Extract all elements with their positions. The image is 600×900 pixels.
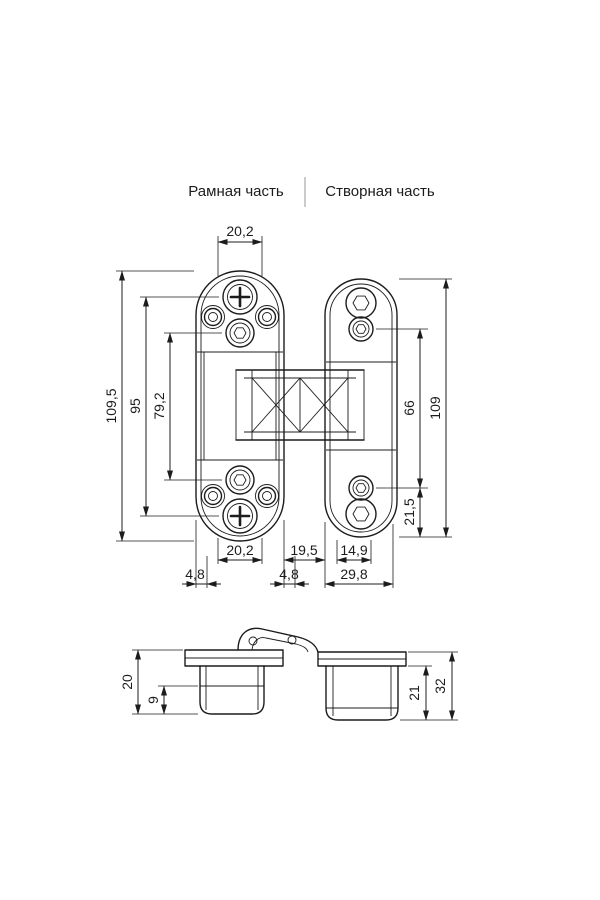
dim-frame-total-height: 109,5 xyxy=(103,388,119,423)
dim-leaf-screw-span: 66 xyxy=(401,400,417,416)
dim-top-width: 20,2 xyxy=(226,223,253,239)
dim-side-leaf-depth: 21 xyxy=(406,685,422,701)
frame-part-label: Рамная часть xyxy=(188,183,284,200)
dim-link-offset: 4,8 xyxy=(279,566,299,582)
dim-frame-edge-offset: 4,8 xyxy=(185,566,205,582)
side-view-drawing xyxy=(184,627,407,721)
frame-part-drawing xyxy=(195,270,285,542)
dimensions-main-view: 20,2 109,5 95 79,2 66 109 21,5 20,2 xyxy=(103,223,452,588)
dim-frame-screw-span: 95 xyxy=(127,398,143,414)
dim-gap-width: 19,5 xyxy=(290,542,317,558)
dim-side-frame-depth: 9 xyxy=(145,696,161,704)
header: Рамная часть Створная часть xyxy=(188,177,435,207)
dim-frame-adjuster-span: 79,2 xyxy=(151,392,167,419)
dim-leaf-total-height: 109 xyxy=(427,396,443,420)
dimensions-side-view: 20 9 21 32 xyxy=(119,649,458,721)
dim-side-frame-height: 20 xyxy=(119,674,135,690)
dim-bottom-frame-width: 20,2 xyxy=(226,542,253,558)
link-mechanism-drawing xyxy=(235,369,365,441)
dim-leaf-body-width: 14,9 xyxy=(340,542,367,558)
dim-leaf-width: 29,8 xyxy=(340,566,367,582)
dim-leaf-bottom-offset: 21,5 xyxy=(401,498,417,525)
leaf-part-drawing xyxy=(324,278,398,538)
leaf-part-label: Створная часть xyxy=(325,183,435,200)
dim-side-leaf-height: 32 xyxy=(432,678,448,694)
